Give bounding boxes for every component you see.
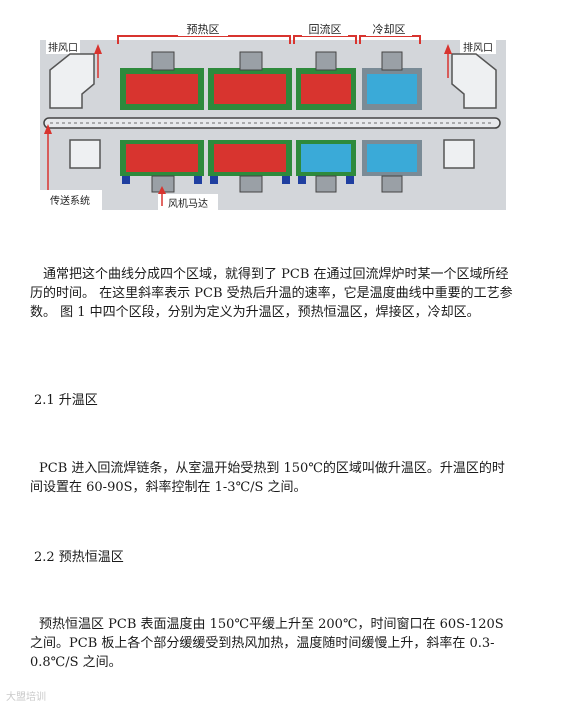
- exhaust-arrow-left-icon: [94, 44, 102, 54]
- zone-label-reflow: 回流区: [309, 22, 342, 36]
- watermark: 大盟培训: [6, 692, 46, 703]
- paragraph-preheat-soak-zone: 预热恒温区 PCB 表面温度由 150℃平缓上升至 200℃，时间窗口在 60S…: [30, 617, 504, 670]
- zone-label-preheat: 预热区: [187, 23, 220, 36]
- conveyor-label: 传送系统: [50, 194, 90, 207]
- fan-motor-arrow-icon: [158, 186, 166, 194]
- bottom-heater-zones: [120, 140, 422, 176]
- heading-ramp-zone: 2.1 升温区: [34, 393, 98, 408]
- paragraph-ramp-zone: PCB 进入回流焊链条，从室温开始受热到 150℃的区域叫做升温区。升温区的时间…: [30, 461, 505, 495]
- top-heater-zones: [120, 68, 422, 110]
- exhaust-arrow-right-icon: [444, 44, 452, 54]
- exhaust-duct-left: [49, 53, 95, 109]
- zone-label-cooling: 冷却区: [373, 23, 406, 36]
- exhaust-label-left: 排风口: [48, 41, 78, 54]
- exhaust-label-right: 排风口: [463, 41, 493, 54]
- paragraph-intro: 通常把这个曲线分成四个区域，就得到了 PCB 在通过回流焊炉时某一个区域所经历的…: [30, 267, 513, 320]
- exhaust-duct-right: [451, 53, 497, 109]
- heading-preheat-soak-zone: 2.2 预热恒温区: [34, 550, 124, 565]
- conveyor-arrow-icon: [44, 124, 52, 134]
- reflow-oven-diagram: 预热区 回流区 冷却区 排风口 排风口: [40, 22, 506, 210]
- fan-motor-label: 风机马达: [168, 197, 208, 210]
